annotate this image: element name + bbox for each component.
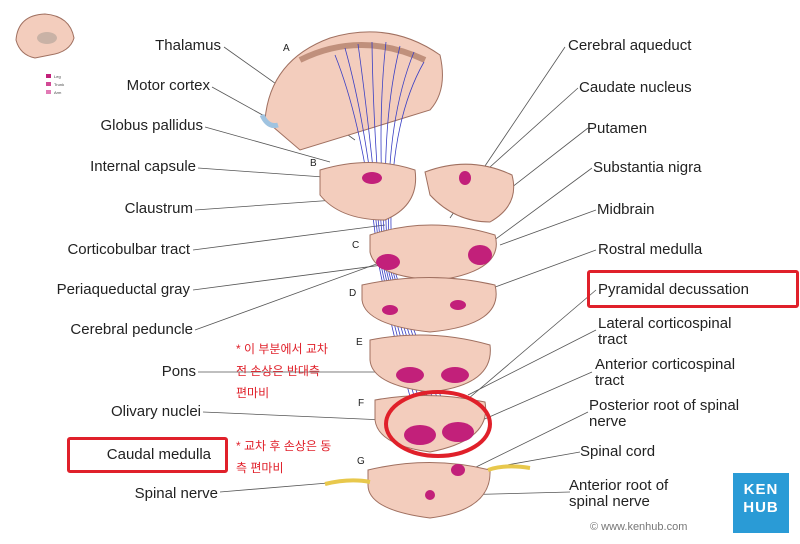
label-lateral-corticospinal-tract-1: Lateral corticospinal xyxy=(598,315,732,332)
note-pre-line2: 전 손상은 반대측 xyxy=(236,364,320,378)
svg-text:Trunk: Trunk xyxy=(54,82,64,87)
label-anterior-corticospinal-tract-2: tract xyxy=(595,372,625,389)
label-posterior-root-1: Posterior root of spinal xyxy=(589,397,740,414)
section-letter-b: B xyxy=(310,158,317,169)
section-f-caudal-medulla xyxy=(374,394,487,453)
label-cerebral-peduncle: Cerebral peduncle xyxy=(70,321,193,338)
note-post-line1: * 교차 후 손상은 동 xyxy=(236,439,332,453)
label-corticobulbar-tract: Corticobulbar tract xyxy=(67,241,190,258)
label-midbrain: Midbrain xyxy=(597,201,655,218)
label-internal-capsule: Internal capsule xyxy=(90,158,196,175)
note-pre-decussation: * 이 부분에서 교차 전 손상은 반대측 편마비 xyxy=(236,338,328,404)
label-putamen: Putamen xyxy=(587,120,648,137)
label-spinal-nerve: Spinal nerve xyxy=(134,485,218,502)
label-periaqueductal-gray: Periaqueductal gray xyxy=(56,281,190,298)
note-post-line2: 측 편마비 xyxy=(236,461,284,475)
label-caudal-medulla: Caudal medulla xyxy=(106,446,211,463)
section-d-pons xyxy=(361,277,497,333)
kenhub-logo-line2: HUB xyxy=(743,499,779,516)
label-thalamus: Thalamus xyxy=(155,37,221,54)
section-letter-c: C xyxy=(352,240,360,251)
label-olivary-nuclei: Olivary nuclei xyxy=(110,403,201,420)
kenhub-logo: KEN HUB xyxy=(733,473,789,533)
section-e-rostral-medulla xyxy=(369,334,491,393)
caudal-medulla-highlight-box xyxy=(67,437,228,473)
svg-text:Arm: Arm xyxy=(54,90,62,95)
copyright-text: © www.kenhub.com xyxy=(590,521,688,533)
pyramidal-decussation-highlight-box xyxy=(587,270,799,308)
note-pre-line1: * 이 부분에서 교차 xyxy=(236,342,328,356)
label-caudate-nucleus: Caudate nucleus xyxy=(579,79,692,96)
label-lateral-corticospinal-tract-2: tract xyxy=(598,331,628,348)
section-letter-d: D xyxy=(349,288,357,299)
label-globus-pallidus: Globus pallidus xyxy=(100,117,203,134)
section-letter-a: A xyxy=(283,43,290,54)
label-motor-cortex: Motor cortex xyxy=(126,77,210,94)
kenhub-logo-line1: KEN xyxy=(743,481,779,498)
label-cerebral-aqueduct: Cerebral aqueduct xyxy=(568,37,692,54)
note-pre-line3: 편마비 xyxy=(236,386,270,400)
label-anterior-root-1: Anterior root of xyxy=(569,477,669,494)
label-pons: Pons xyxy=(161,363,196,380)
section-letter-f: F xyxy=(358,398,365,409)
label-anterior-corticospinal-tract-1: Anterior corticospinal xyxy=(595,356,736,373)
label-posterior-root-2: nerve xyxy=(589,413,627,430)
label-pyramidal-decussation: Pyramidal decussation xyxy=(598,281,749,298)
inset-brain-icon: Leg Trunk Arm xyxy=(15,13,75,95)
label-claustrum: Claustrum xyxy=(124,200,193,217)
section-c-midbrain xyxy=(369,224,497,281)
label-substantia-nigra: Substantia nigra xyxy=(593,159,702,176)
label-rostral-medulla: Rostral medulla xyxy=(598,241,703,258)
svg-text:Leg: Leg xyxy=(54,74,61,79)
note-post-decussation: * 교차 후 손상은 동 측 편마비 xyxy=(236,435,331,479)
decussation-highlight-ellipse xyxy=(384,390,492,458)
section-b-basal-ganglia xyxy=(319,162,515,223)
section-letter-g: G xyxy=(357,456,365,467)
section-letter-e: E xyxy=(356,337,363,348)
section-g-spinal-cord xyxy=(324,462,531,519)
label-spinal-cord: Spinal cord xyxy=(580,443,656,460)
label-anterior-root-2: spinal nerve xyxy=(569,493,650,510)
section-a-cortex xyxy=(259,31,443,151)
